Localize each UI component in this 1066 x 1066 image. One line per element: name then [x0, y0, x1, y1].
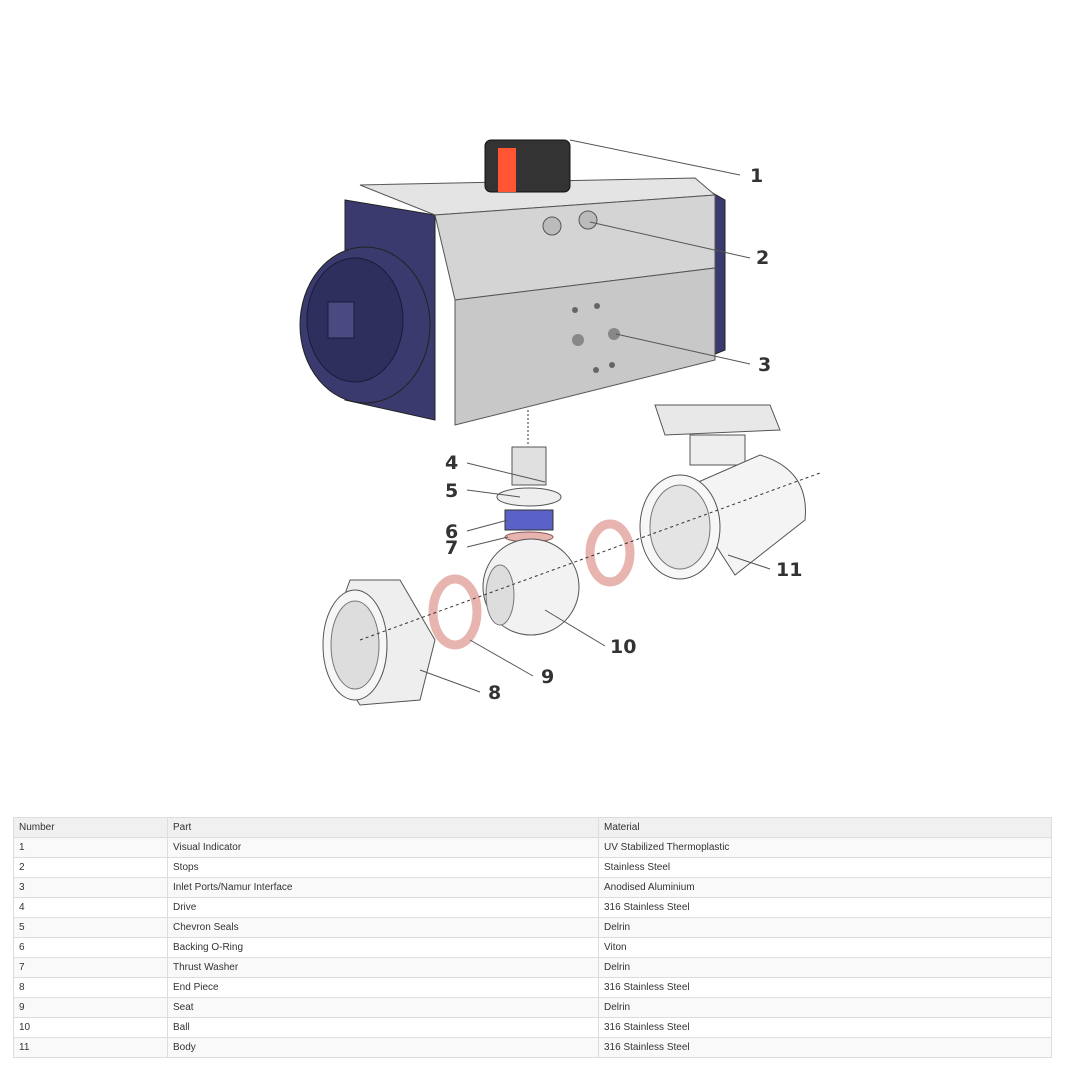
cell-number: 3	[13, 877, 168, 898]
callout-3: 3	[758, 354, 771, 376]
seat-right	[585, 519, 635, 587]
drive-stem	[496, 446, 562, 543]
cell-number: 7	[13, 957, 168, 978]
actuator	[299, 177, 726, 426]
cell-number: 6	[13, 937, 168, 958]
cell-material: Viton	[598, 937, 1052, 958]
callout-8: 8	[488, 682, 501, 704]
cell-material: Stainless Steel	[598, 857, 1052, 878]
cell-number: 4	[13, 897, 168, 918]
callout-6: 6	[445, 521, 458, 543]
cell-part: End Piece	[167, 977, 599, 998]
cell-material: Delrin	[598, 917, 1052, 938]
cell-number: 5	[13, 917, 168, 938]
cell-material: Anodised Aluminium	[598, 877, 1052, 898]
cell-part: Stops	[167, 857, 599, 878]
cell-part: Ball	[167, 1017, 599, 1038]
cell-number: 1	[13, 837, 168, 858]
cell-part: Thrust Washer	[167, 957, 599, 978]
visual-indicator	[484, 139, 571, 193]
callout-7: 7	[445, 537, 458, 559]
cell-material: 316 Stainless Steel	[598, 1017, 1052, 1038]
callout-5: 5	[445, 480, 458, 502]
cell-material: 316 Stainless Steel	[598, 897, 1052, 918]
table-header-row: Number Part Material	[13, 817, 1052, 838]
cell-material: Delrin	[598, 957, 1052, 978]
cell-number: 2	[13, 857, 168, 878]
callout-1: 1	[750, 165, 763, 187]
cell-material: UV Stabilized Thermoplastic	[598, 837, 1052, 858]
cell-part: Seat	[167, 997, 599, 1018]
cell-part: Visual Indicator	[167, 837, 599, 858]
cell-part: Drive	[167, 897, 599, 918]
valve-body	[639, 404, 806, 580]
callout-10: 10	[610, 636, 636, 658]
cell-part: Chevron Seals	[167, 917, 599, 938]
exploded-valve-diagram: 1 2 3 4 5 6 7 8 9 10 11	[299, 139, 821, 706]
callout-4: 4	[445, 452, 458, 474]
seat-left	[428, 574, 482, 650]
cell-material: Delrin	[598, 997, 1052, 1018]
callout-11: 11	[776, 559, 802, 581]
end-piece	[322, 579, 436, 706]
header-material: Material	[598, 817, 1052, 838]
header-number: Number	[13, 817, 168, 838]
cell-number: 10	[13, 1017, 168, 1038]
callout-9: 9	[541, 666, 554, 688]
cell-number: 9	[13, 997, 168, 1018]
leader-lines	[419, 139, 771, 693]
callout-2: 2	[756, 247, 769, 269]
cell-material: 316 Stainless Steel	[598, 977, 1052, 998]
cell-material: 316 Stainless Steel	[598, 1037, 1052, 1058]
header-part: Part	[167, 817, 599, 838]
cell-part: Backing O-Ring	[167, 937, 599, 958]
cell-part: Inlet Ports/Namur Interface	[167, 877, 599, 898]
cell-number: 11	[13, 1037, 168, 1058]
cell-number: 8	[13, 977, 168, 998]
cell-part: Body	[167, 1037, 599, 1058]
